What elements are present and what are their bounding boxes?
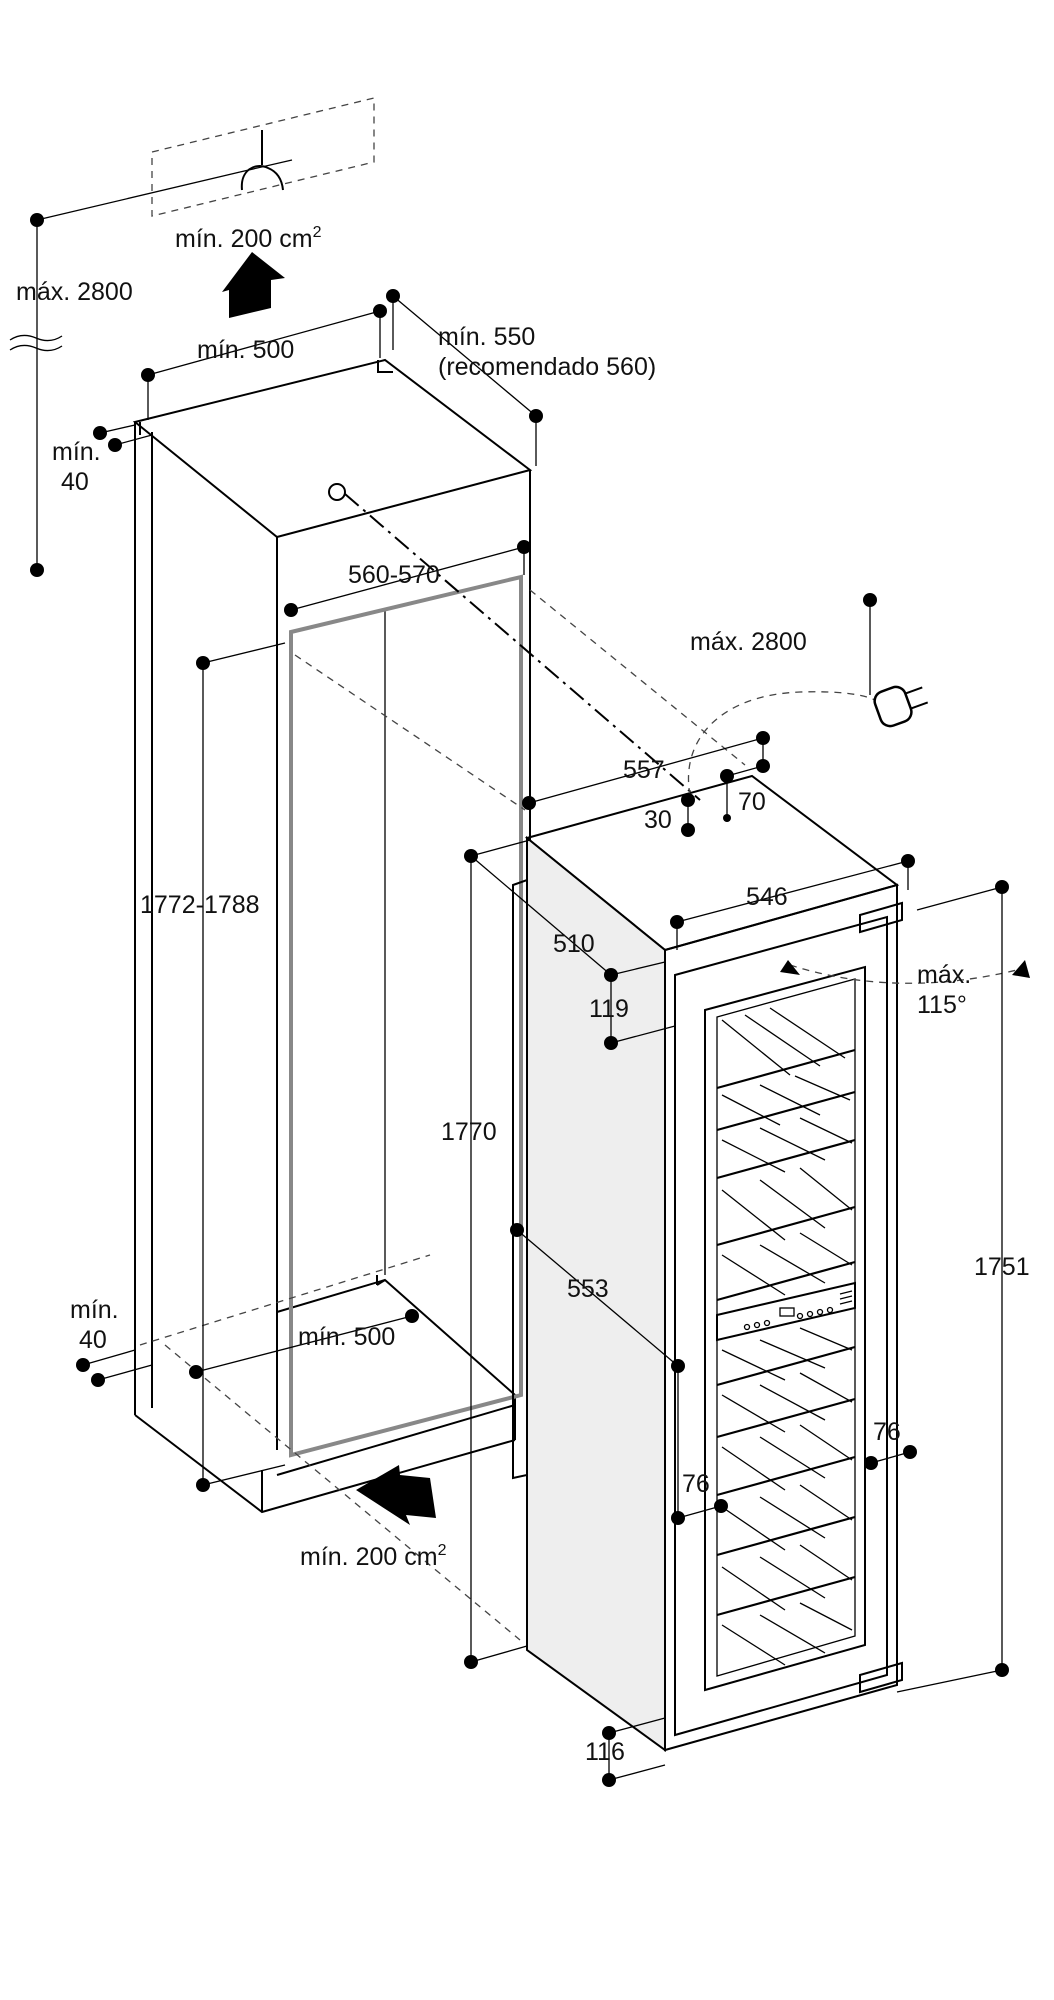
label-76-right: 76 [873, 1418, 901, 1446]
label-vent-top: mín. 200 cm2 [175, 224, 322, 253]
label-116: 116 [585, 1738, 625, 1766]
label-546: 546 [746, 883, 788, 911]
label-1751: 1751 [974, 1253, 1030, 1281]
label-recomendado-560: (recomendado 560) [438, 353, 656, 381]
arrow-up-icon [222, 252, 285, 318]
label-max-2800-left: máx. 2800 [16, 278, 133, 306]
label-1770: 1770 [441, 1118, 497, 1146]
label-70: 70 [738, 788, 766, 816]
dimension-max-2800-left [9, 171, 241, 577]
label-max-115-a: máx. [917, 961, 971, 989]
door-swing-arc [789, 964, 1026, 984]
label-min-40-bottom-b: 40 [79, 1326, 107, 1354]
projection-lines [139, 483, 746, 1641]
label-76-left: 76 [682, 1470, 710, 1498]
label-min-40-top-b: 40 [61, 468, 89, 496]
label-max-2800-right: máx. 2800 [690, 628, 807, 656]
label-560-570: 560-570 [348, 561, 440, 589]
label-min-500-bottom: mín. 500 [298, 1323, 395, 1351]
wine-shelves [716, 1007, 856, 1666]
ceiling-vent-box [151, 97, 375, 217]
dimension-lines [76, 289, 1009, 1787]
label-min-40-bottom-a: mín. [70, 1296, 119, 1324]
power-plug-icon [873, 685, 929, 728]
vent-hood-icon [239, 130, 293, 191]
label-119: 119 [589, 995, 629, 1023]
label-557: 557 [623, 756, 665, 784]
label-vent-bottom: mín. 200 cm2 [300, 1542, 447, 1571]
wine-fridge [512, 774, 903, 1752]
power-cable [687, 691, 881, 796]
label-1772-1788: 1772-1788 [140, 891, 260, 919]
label-510: 510 [553, 930, 595, 958]
label-min-500-top: mín. 500 [197, 336, 294, 364]
arrow-left-icon [356, 1465, 436, 1525]
label-max-115-b: 115° [917, 991, 967, 1019]
label-min-550: mín. 550 [438, 323, 535, 351]
label-min-40-top-a: mín. [52, 438, 101, 466]
label-30: 30 [644, 806, 672, 834]
dimension-labels: mín. 200 cm2 máx. 2800 mín. 500 mín. 550… [16, 224, 1030, 1766]
label-553: 553 [567, 1275, 609, 1303]
niche-cabinet [132, 358, 533, 1514]
